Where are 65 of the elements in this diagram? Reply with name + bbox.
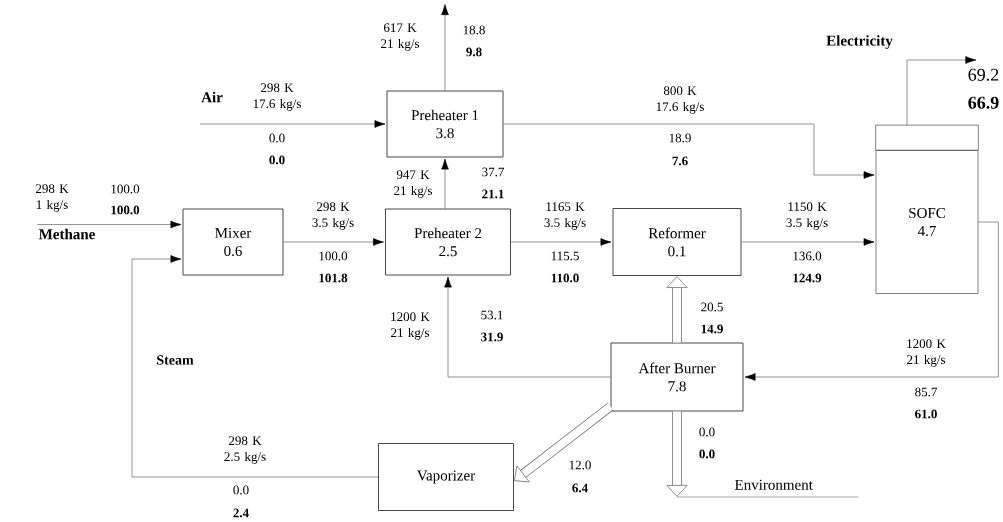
stream-value: 2.4 [233,508,249,518]
stream-value: 101.8 [319,273,348,283]
stream-value: 0.0 [699,449,715,459]
hollow-arrow [666,276,688,343]
stream-value: 20.5 [701,302,723,312]
arrow [741,238,875,246]
process-box: Reformer 0.1 [612,208,742,276]
arrow [906,56,977,126]
stream-value: 100.0 [111,184,140,194]
arrow [744,221,999,381]
stream-value: 0.0 [269,155,285,165]
stream-name: Steam [157,355,194,365]
arrow [444,276,611,378]
stream-value: 947 K 21 kg/s [394,170,433,198]
stream-name: Methane [38,228,95,240]
environment-line: Environment [676,479,859,498]
hollow-arrow [514,402,614,483]
stream-value: 61.0 [915,409,937,419]
stream-value: 800 K 17.6 kg/s [656,86,704,114]
arrow [510,238,612,246]
stream-value: 7.6 [672,156,688,166]
stream-value: 100.0 [319,251,348,261]
stream-value: 6.4 [572,483,588,493]
stream-value: 21.1 [482,189,504,199]
stream-value: 110.0 [551,273,579,283]
stream-value: 9.8 [466,47,482,57]
stream-value: 18.8 [463,25,485,35]
arrow [131,255,379,478]
stream-value: 136.0 [793,251,822,261]
stream-value: 298 K 17.6 kg/s [253,83,301,111]
process-box: Preheater 2 2.5 [385,208,511,276]
stream-value: 298 K 2.5 kg/s [224,436,266,464]
stream-value: 1150 K 3.5 kg/s [786,202,828,230]
stream-value: 37.7 [482,167,504,177]
arrow [503,123,875,179]
arrow [441,4,449,91]
stream-name: Electricity 69.2 66.9 [826,35,999,109]
arrow [283,238,384,246]
process-box: Vaporizer [378,443,514,511]
stream-value: 617 K 21 kg/s [381,23,420,51]
stream-value: 298 K 3.5 kg/s [312,202,354,230]
arrow [441,158,449,209]
arrow [199,120,386,128]
process-box: After Burner 7.8 [610,342,744,412]
stream-value: 0.0 [699,427,715,437]
stream-value: 1165 K 3.5 kg/s [544,202,586,230]
process-box: Mixer 0.6 [182,208,284,276]
stream-name: Air [201,91,223,103]
stream-value: 12.0 [569,460,591,470]
stream-value: 18.9 [669,133,691,143]
stream-value: 1200 K 21 kg/s [391,312,430,340]
fuel-cell-box: SOFC 4.7 [875,124,979,294]
stream-value: 1200 K 21 kg/s [907,339,946,367]
stream-value: 85.7 [915,387,937,397]
stream-value: 0.0 [269,133,285,143]
stream-value: 100.0 [111,205,140,215]
hollow-arrow [666,411,688,497]
arrow [37,220,182,229]
process-box: Preheater 1 3.8 [386,90,504,158]
stream-value: 115.5 [551,251,579,261]
stream-value: 298 K 1 kg/s [35,184,69,212]
stream-value: 53.1 [481,310,503,320]
stream-value: 124.9 [793,273,822,283]
stream-value: 31.9 [481,332,503,342]
stream-value: 0.0 [233,485,249,495]
